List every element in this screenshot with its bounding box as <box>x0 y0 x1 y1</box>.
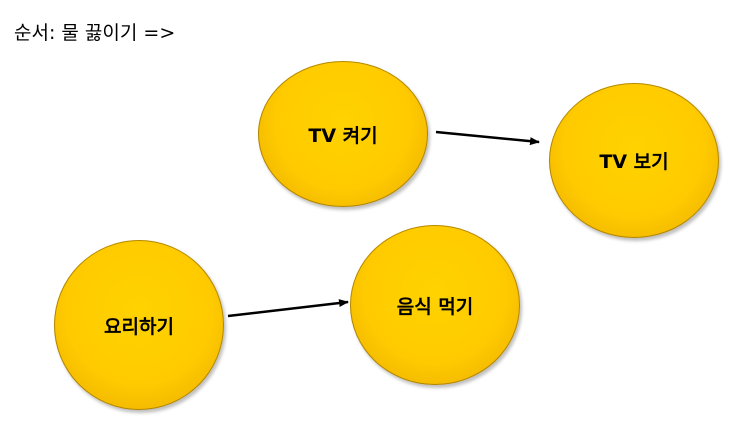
node-tv-watch-label: TV 보기 <box>599 151 669 173</box>
node-cook: 요리하기 <box>54 240 224 410</box>
sequence-title: 순서: 물 끓이기 => <box>14 22 176 44</box>
arrow-cook-to-eat <box>227 299 349 318</box>
node-eat: 음식 먹기 <box>350 225 520 385</box>
arrow-tv-on-to-tv-watch <box>435 130 540 146</box>
node-tv-watch: TV 보기 <box>549 83 719 238</box>
node-tv-on: TV 켜기 <box>258 61 428 207</box>
node-tv-on-label: TV 켜기 <box>308 124 378 147</box>
node-cook-label: 요리하기 <box>104 315 174 338</box>
node-eat-label: 음식 먹기 <box>396 295 474 318</box>
